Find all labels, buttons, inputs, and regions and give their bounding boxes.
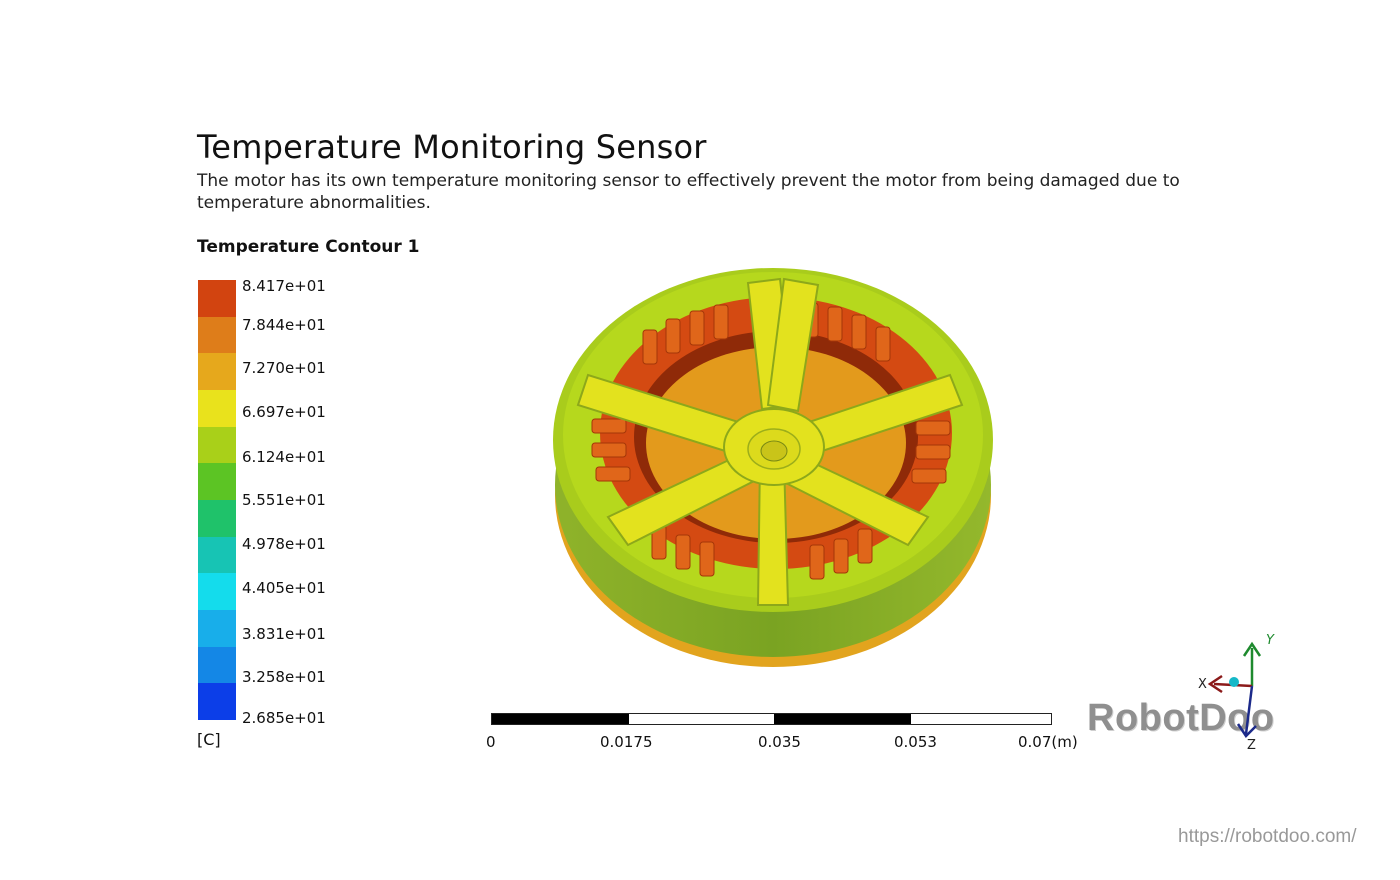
scale-bar xyxy=(491,713,1052,725)
legend-label: 4.978e+01 xyxy=(242,535,326,553)
legend-color-band xyxy=(198,316,236,354)
legend-color-band xyxy=(198,610,236,647)
temperature-color-bar xyxy=(198,280,236,721)
legend-label: 2.685e+01 xyxy=(242,709,326,727)
legend-color-band xyxy=(198,390,236,427)
x-axis-arrow xyxy=(1207,674,1223,694)
scale-label: 0 xyxy=(486,733,496,751)
page-description: The motor has its own temperature monito… xyxy=(197,171,1180,213)
scale-label: 0.035 xyxy=(758,733,801,751)
scale-label: 0.0175 xyxy=(600,733,653,751)
z-axis-label: Z xyxy=(1247,738,1256,753)
legend-label: 6.697e+01 xyxy=(242,403,326,421)
legend-label: 6.124e+01 xyxy=(242,448,326,466)
legend-label: 7.844e+01 xyxy=(242,316,326,334)
legend-color-band xyxy=(198,500,236,537)
legend-label: 3.831e+01 xyxy=(242,625,326,643)
legend-label: 5.551e+01 xyxy=(242,491,326,509)
axis-triad: Y X Z xyxy=(1198,633,1275,753)
legend-color-band xyxy=(198,646,236,684)
origin-marker xyxy=(1229,677,1239,687)
legend-color-band xyxy=(198,573,236,611)
legend-color-band xyxy=(198,463,236,501)
legend-color-band xyxy=(198,280,236,317)
scale-label: 0.07(m) xyxy=(1018,733,1078,751)
source-url: https://robotdoo.com/ xyxy=(1178,826,1357,847)
legend-color-band xyxy=(198,536,236,574)
legend-label: 8.417e+01 xyxy=(242,277,326,295)
legend-label: 4.405e+01 xyxy=(242,579,326,597)
shaft-bore xyxy=(760,440,788,462)
legend-color-band xyxy=(198,426,236,464)
y-axis-label: Y xyxy=(1266,633,1275,648)
legend-color-band xyxy=(198,683,236,721)
motor-temperature-contour xyxy=(553,268,993,667)
legend-unit: [C] xyxy=(197,730,221,749)
scale-label: 0.053 xyxy=(894,733,937,751)
z-axis-arrow xyxy=(1236,723,1257,738)
legend-label: 3.258e+01 xyxy=(242,668,326,686)
legend-label: 7.270e+01 xyxy=(242,359,326,377)
rotor-spokes xyxy=(576,277,964,606)
legend-title: Temperature Contour 1 xyxy=(197,237,420,257)
page-title: Temperature Monitoring Sensor xyxy=(197,128,707,166)
x-axis-label: X xyxy=(1198,677,1207,692)
legend-color-band xyxy=(198,353,236,391)
y-axis-arrow xyxy=(1242,641,1262,657)
z-axis-line xyxy=(1244,685,1254,735)
